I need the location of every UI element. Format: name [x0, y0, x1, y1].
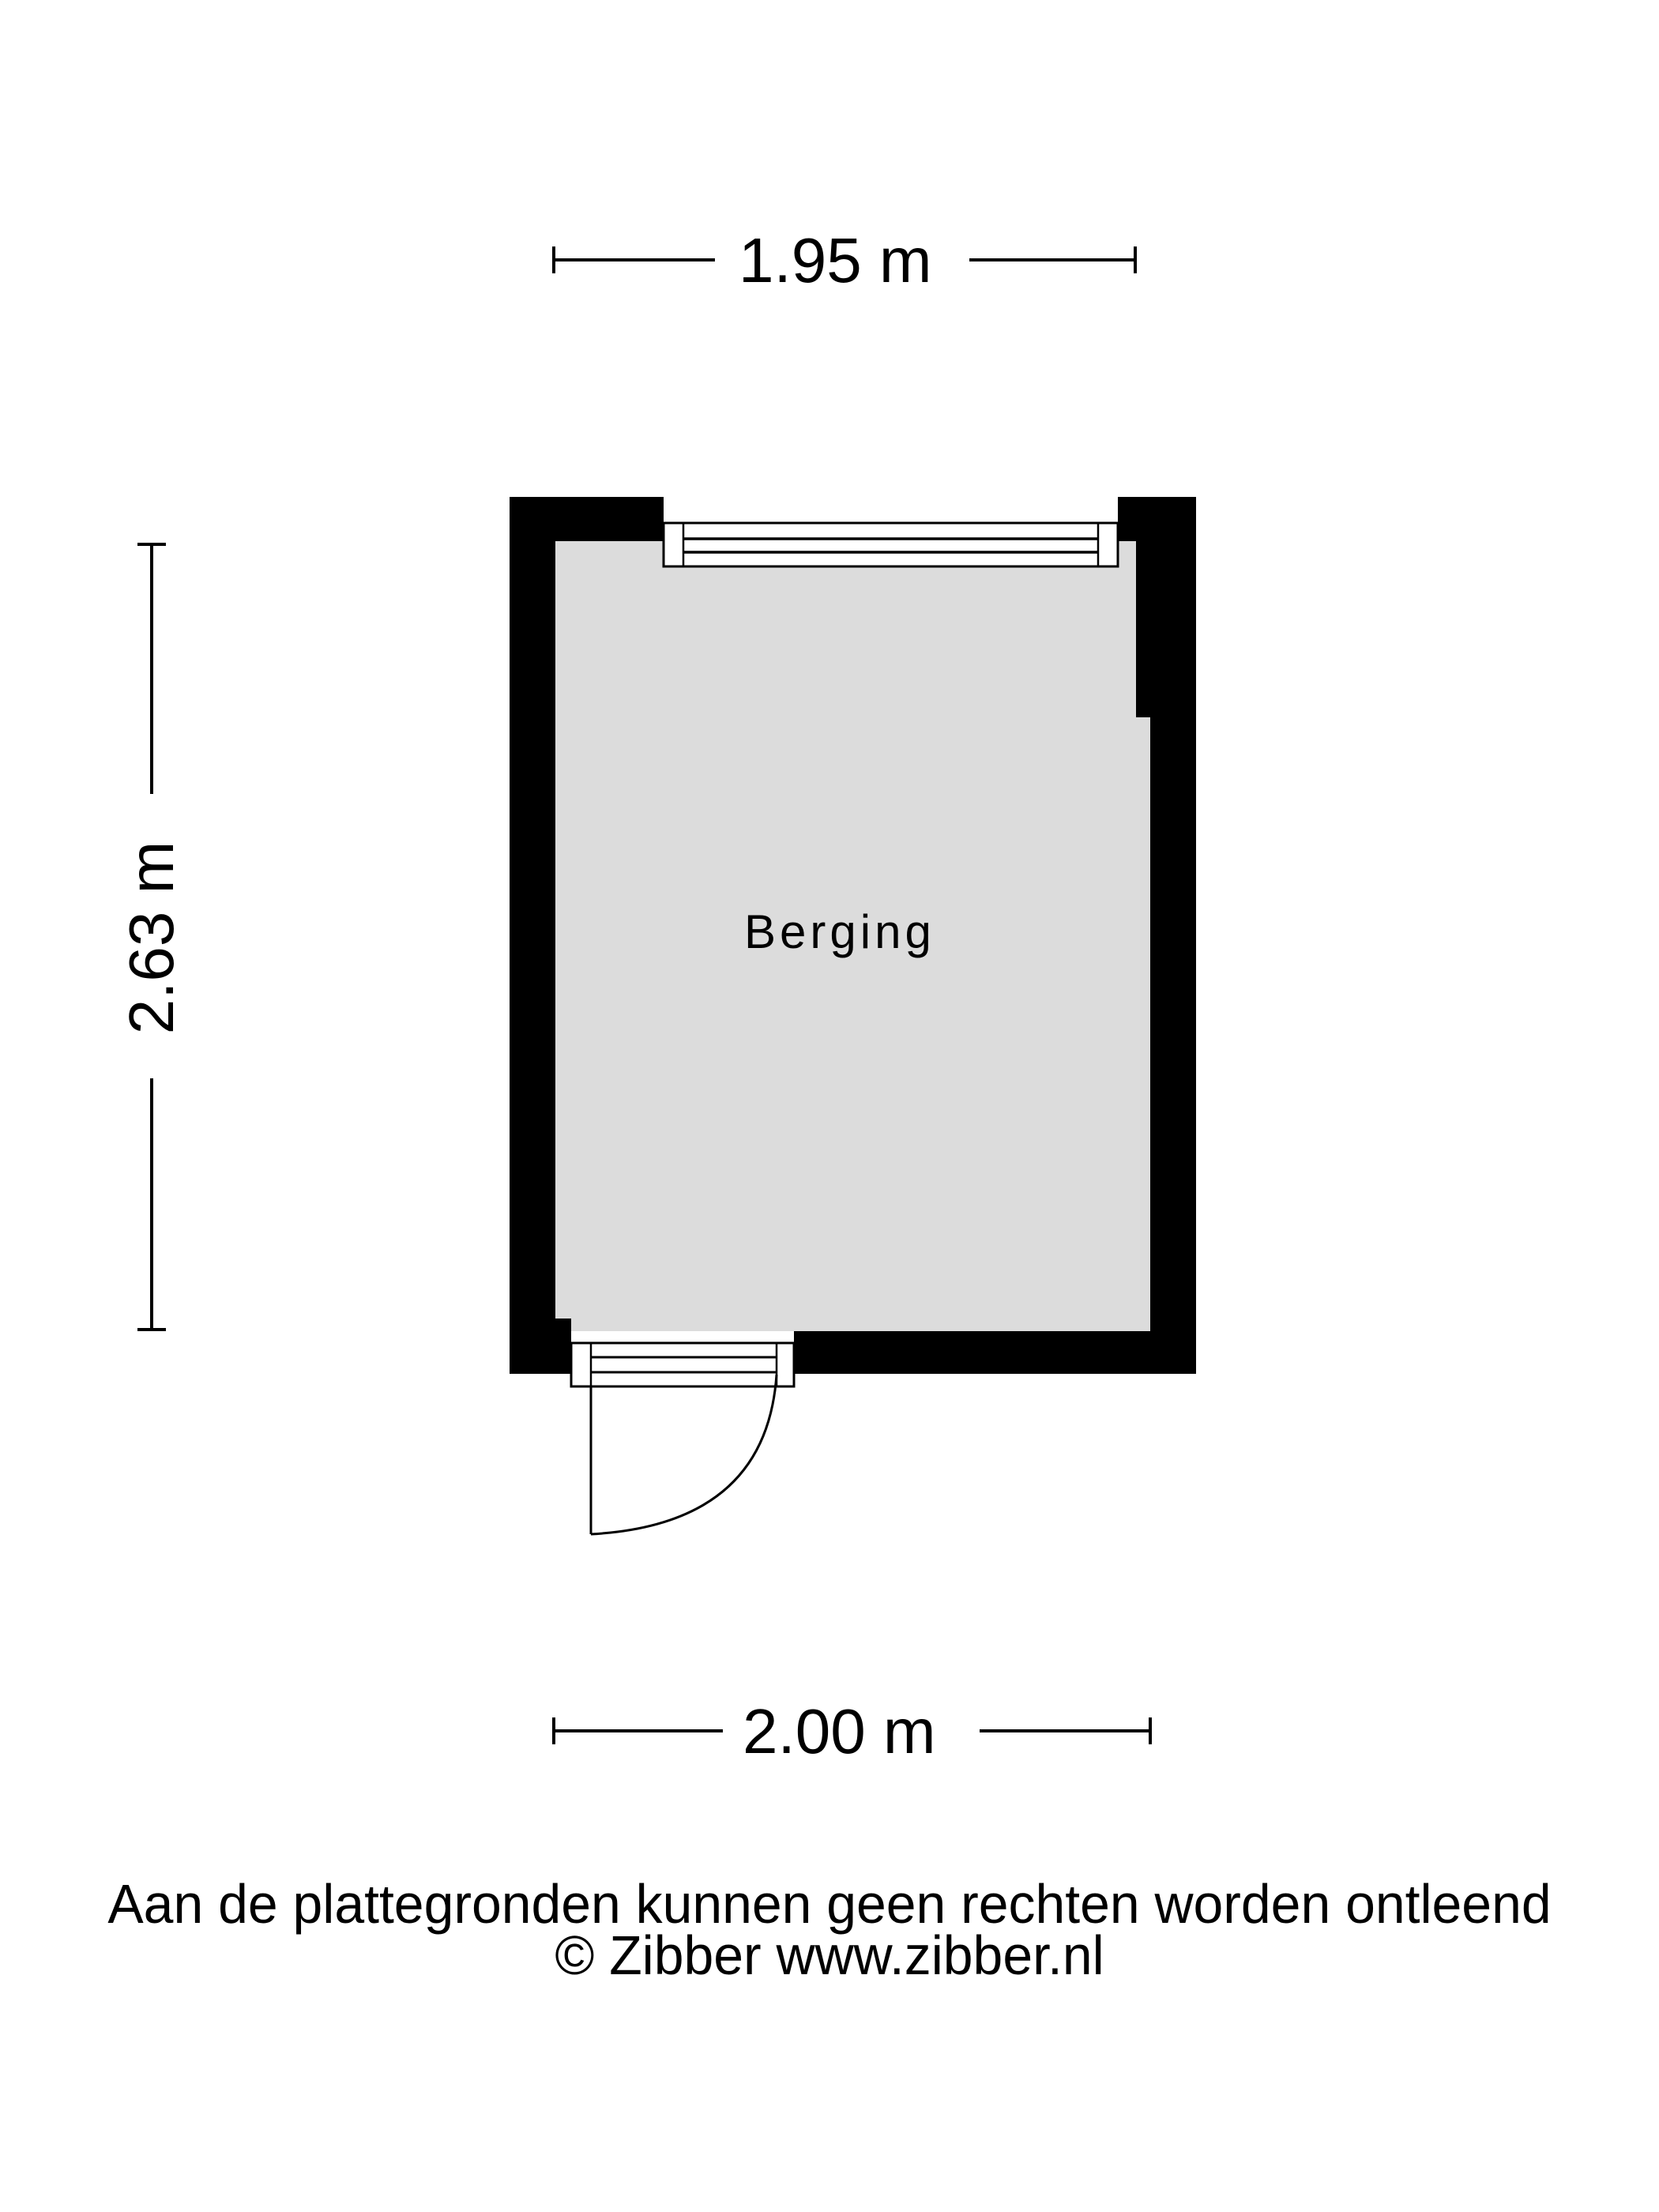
room-label: Berging	[744, 905, 935, 958]
room-floor	[555, 541, 1150, 1331]
door-swing	[589, 1374, 778, 1536]
door-frame	[570, 1341, 796, 1388]
dimension-line-top	[552, 246, 1137, 273]
dimension-top-label: 1.95 m	[739, 225, 932, 295]
footer-disclaimer: Aan de plattegronden kunnen geen rechten…	[107, 1873, 1552, 1935]
dimension-line-left	[137, 543, 166, 1331]
dimension-line-bottom	[552, 1717, 1152, 1744]
walls	[510, 497, 1196, 1374]
footer-copyright: © Zibber www.zibber.nl	[555, 1924, 1104, 1986]
dimension-bottom-label: 2.00 m	[743, 1696, 936, 1766]
dimension-left-label: 2.63 m	[116, 841, 186, 1035]
window-top	[662, 521, 1119, 568]
